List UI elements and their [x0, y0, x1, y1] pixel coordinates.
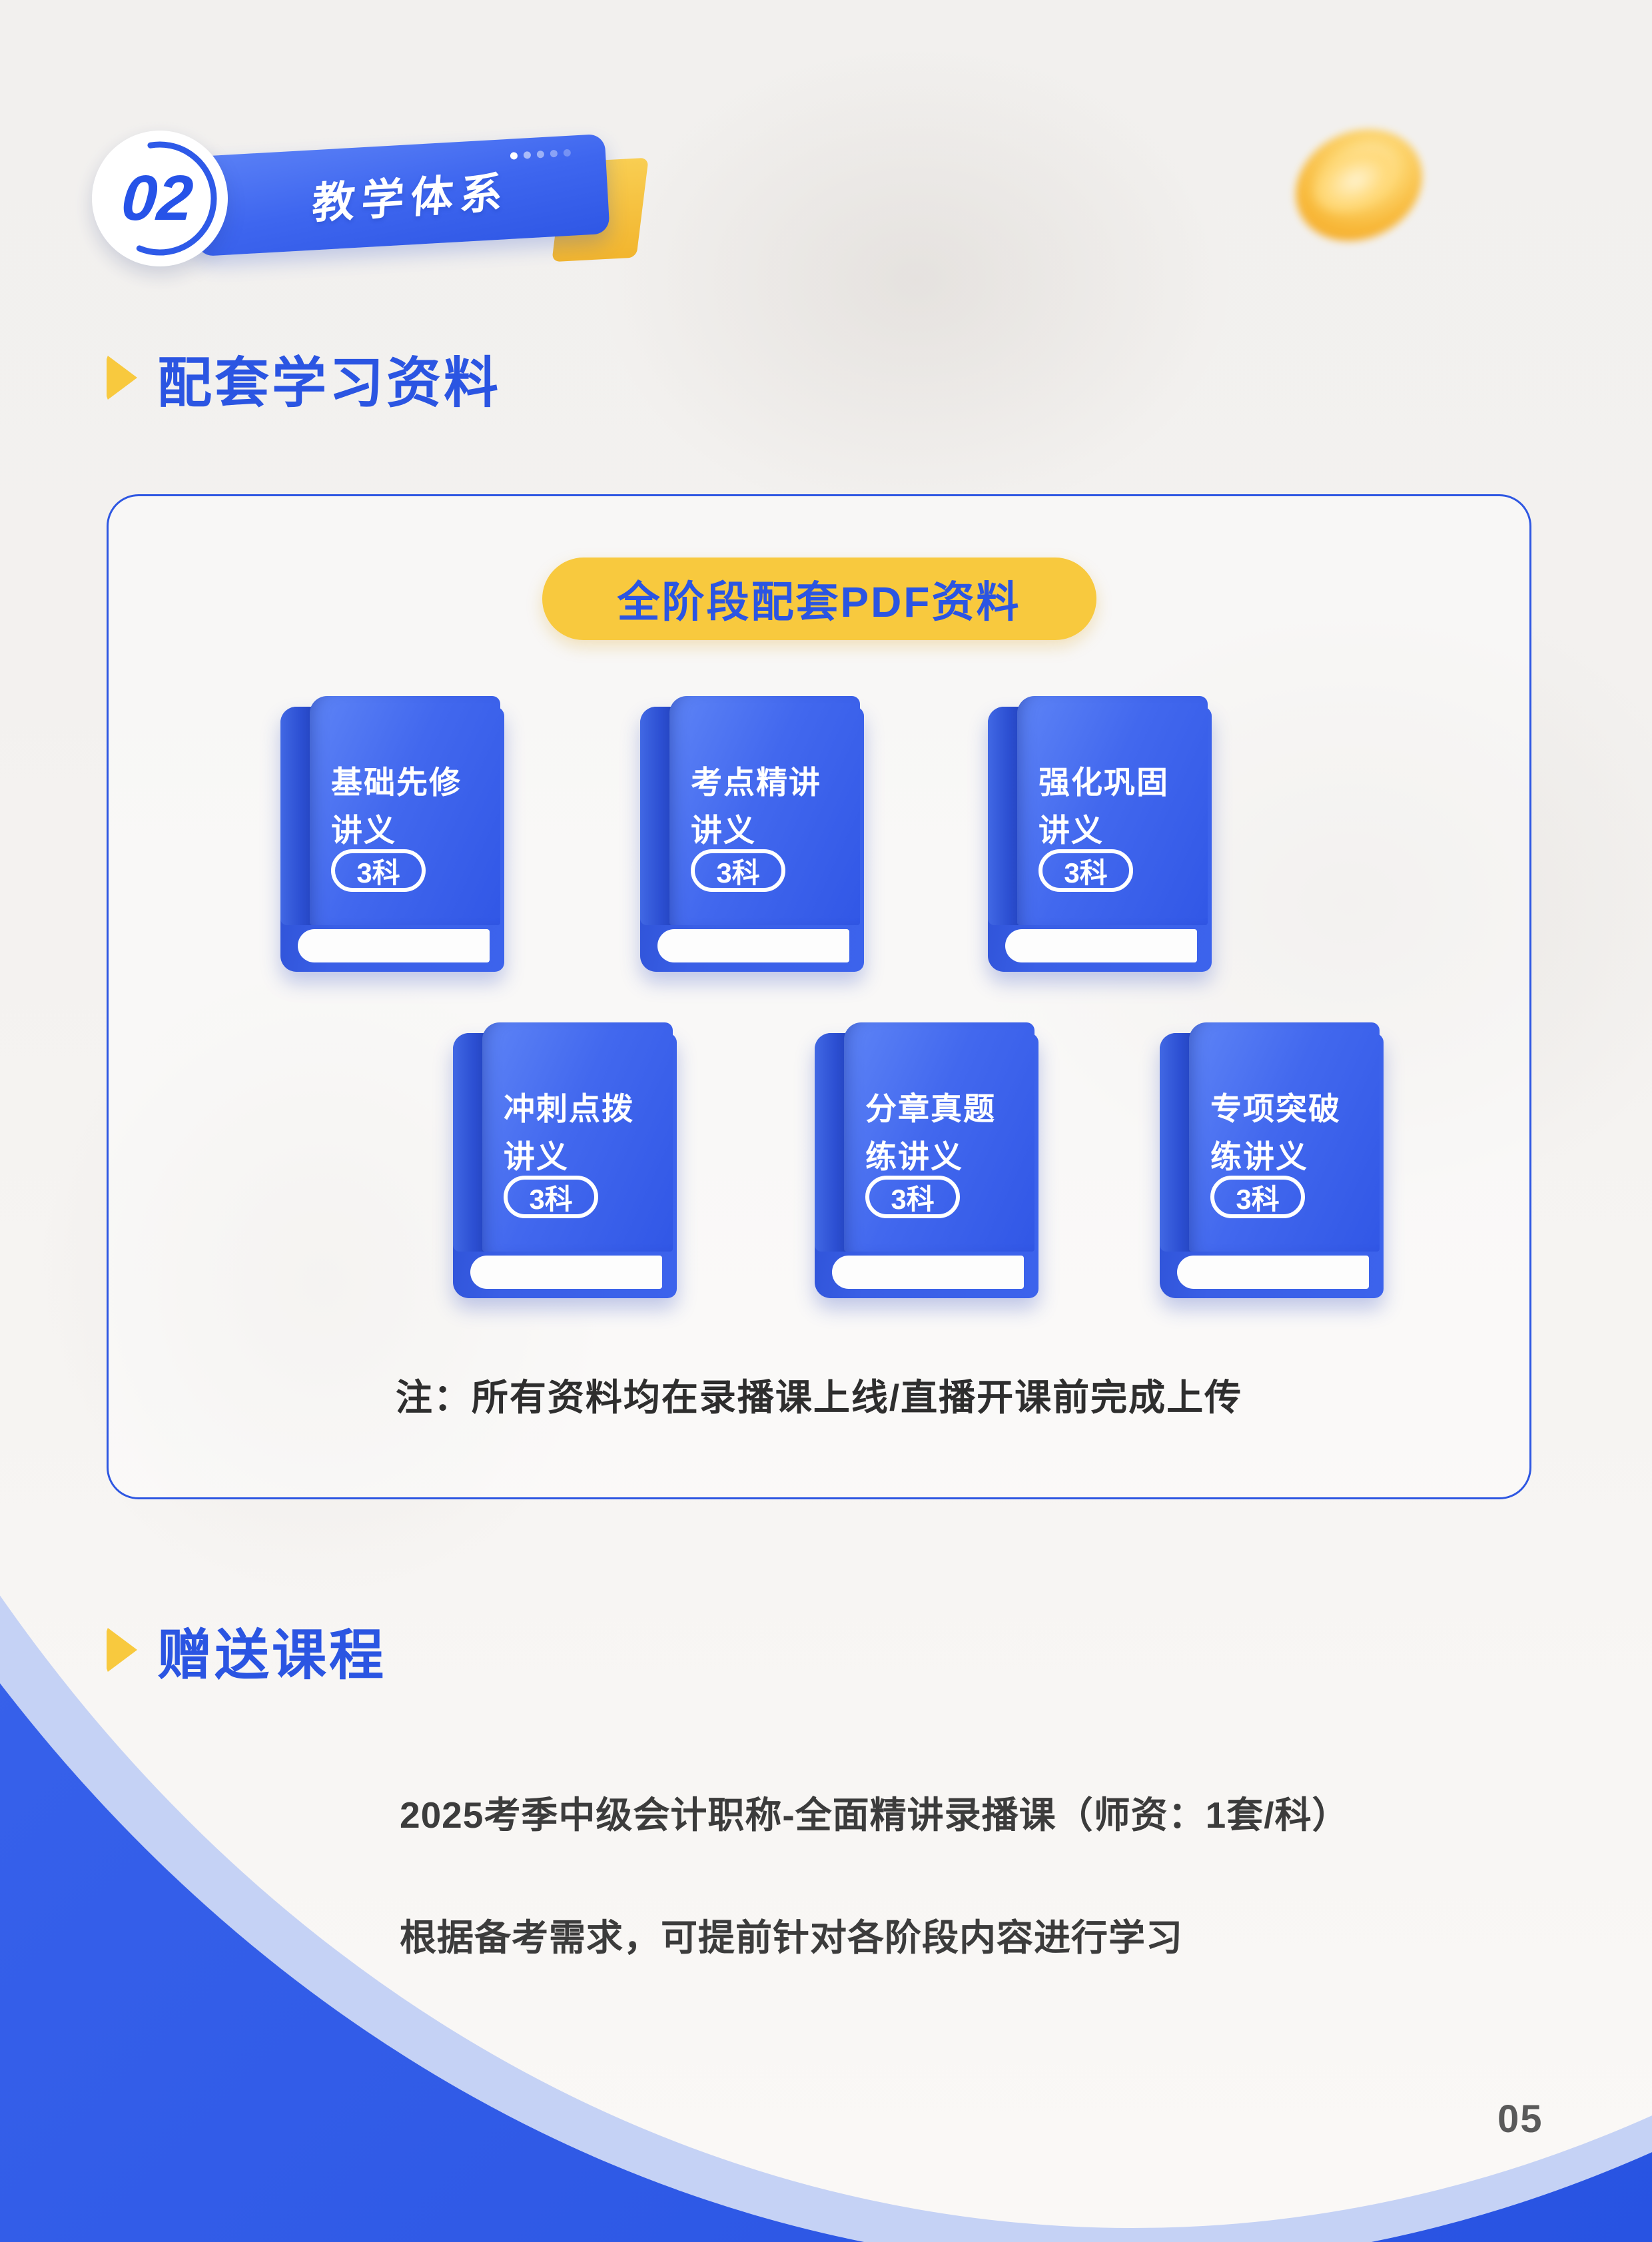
- book-subject-badge: 3科: [331, 849, 426, 892]
- book-title: 考点精讲 讲义: [691, 759, 821, 855]
- book-title-line1: 基础先修: [331, 765, 462, 800]
- book-pages-edge: [1005, 929, 1197, 962]
- book-subject-badge: 3科: [1210, 1176, 1305, 1218]
- book-pages-edge: [832, 1256, 1024, 1289]
- book-title-line2: 讲义: [504, 1139, 569, 1174]
- book-title-line1: 强化巩固: [1038, 765, 1169, 800]
- book-title: 分章真题 练讲义: [865, 1085, 996, 1181]
- book-pages-edge: [657, 929, 849, 962]
- section-header-gift: 赠送课程: [107, 1613, 386, 1686]
- book-spine: [988, 707, 1023, 925]
- book-title-line1: 冲刺点拨: [504, 1091, 634, 1126]
- book-subject-badge: 3科: [865, 1176, 960, 1218]
- book-pages-edge: [1177, 1256, 1369, 1289]
- materials-note: 注：所有资料均在录播课上线/直播开课前完成上传: [395, 1377, 1243, 1418]
- materials-card: 全阶段配套PDF资料 基础先修 讲义 3科 考点精讲 讲义 3科: [107, 494, 1531, 1499]
- book-item: 分章真题 练讲义 3科: [815, 1022, 1038, 1298]
- book-title-line1: 分章真题: [865, 1091, 996, 1126]
- chapter-ring-icon: [103, 141, 217, 256]
- page-number: 05: [1497, 2097, 1543, 2141]
- book-item: 专项突破 练讲义 3科: [1160, 1022, 1384, 1298]
- card-pill-title: 全阶段配套PDF资料: [542, 558, 1096, 640]
- triangle-bullet-icon: [107, 356, 137, 400]
- book-item: 考点精讲 讲义 3科: [640, 696, 864, 972]
- book-title-line2: 讲义: [331, 813, 396, 848]
- book-title: 冲刺点拨 讲义: [504, 1085, 634, 1181]
- chapter-number: 02: [119, 163, 196, 234]
- gold-coin-icon: [1276, 109, 1442, 262]
- book-spine: [815, 1033, 849, 1252]
- book-title-line2: 讲义: [1038, 813, 1104, 848]
- triangle-bullet-icon: [107, 1628, 137, 1672]
- book-item: 基础先修 讲义 3科: [280, 696, 504, 972]
- book-pages-edge: [470, 1256, 662, 1289]
- book-title-line1: 考点精讲: [691, 765, 821, 800]
- book-item: 冲刺点拨 讲义 3科: [453, 1022, 677, 1298]
- book-title-line2: 练讲义: [865, 1139, 963, 1174]
- book-spine: [453, 1033, 488, 1252]
- book-subject-badge: 3科: [1038, 849, 1133, 892]
- chapter-number-badge: 02: [92, 131, 228, 266]
- book-item: 强化巩固 讲义 3科: [988, 696, 1212, 972]
- book-title: 基础先修 讲义: [331, 759, 462, 855]
- book-title-line1: 专项突破: [1210, 1091, 1341, 1126]
- section-header-materials: 配套学习资料: [107, 341, 501, 414]
- gift-course-line: 2025考季中级会计职称-全面精讲录播课（师资：1套/科）: [400, 1794, 1350, 1836]
- book-spine: [640, 707, 675, 925]
- book-title: 强化巩固 讲义: [1038, 759, 1169, 855]
- book-spine: [280, 707, 315, 925]
- book-title-line2: 练讲义: [1210, 1139, 1308, 1174]
- gift-course-text: 2025考季中级会计职称-全面精讲录播课（师资：1套/科） 根据备考需求，可提前…: [400, 1785, 1350, 2030]
- book-subject-badge: 3科: [504, 1176, 598, 1218]
- book-subject-badge: 3科: [691, 849, 785, 892]
- section-title: 配套学习资料: [157, 352, 502, 414]
- book-title: 专项突破 练讲义: [1210, 1085, 1341, 1181]
- section-title: 赠送课程: [157, 1625, 387, 1686]
- gift-course-line: 根据备考需求，可提前针对各阶段内容进行学习: [400, 1917, 1184, 1958]
- book-spine: [1160, 1033, 1194, 1252]
- book-pages-edge: [298, 929, 490, 962]
- book-title-line2: 讲义: [691, 813, 756, 848]
